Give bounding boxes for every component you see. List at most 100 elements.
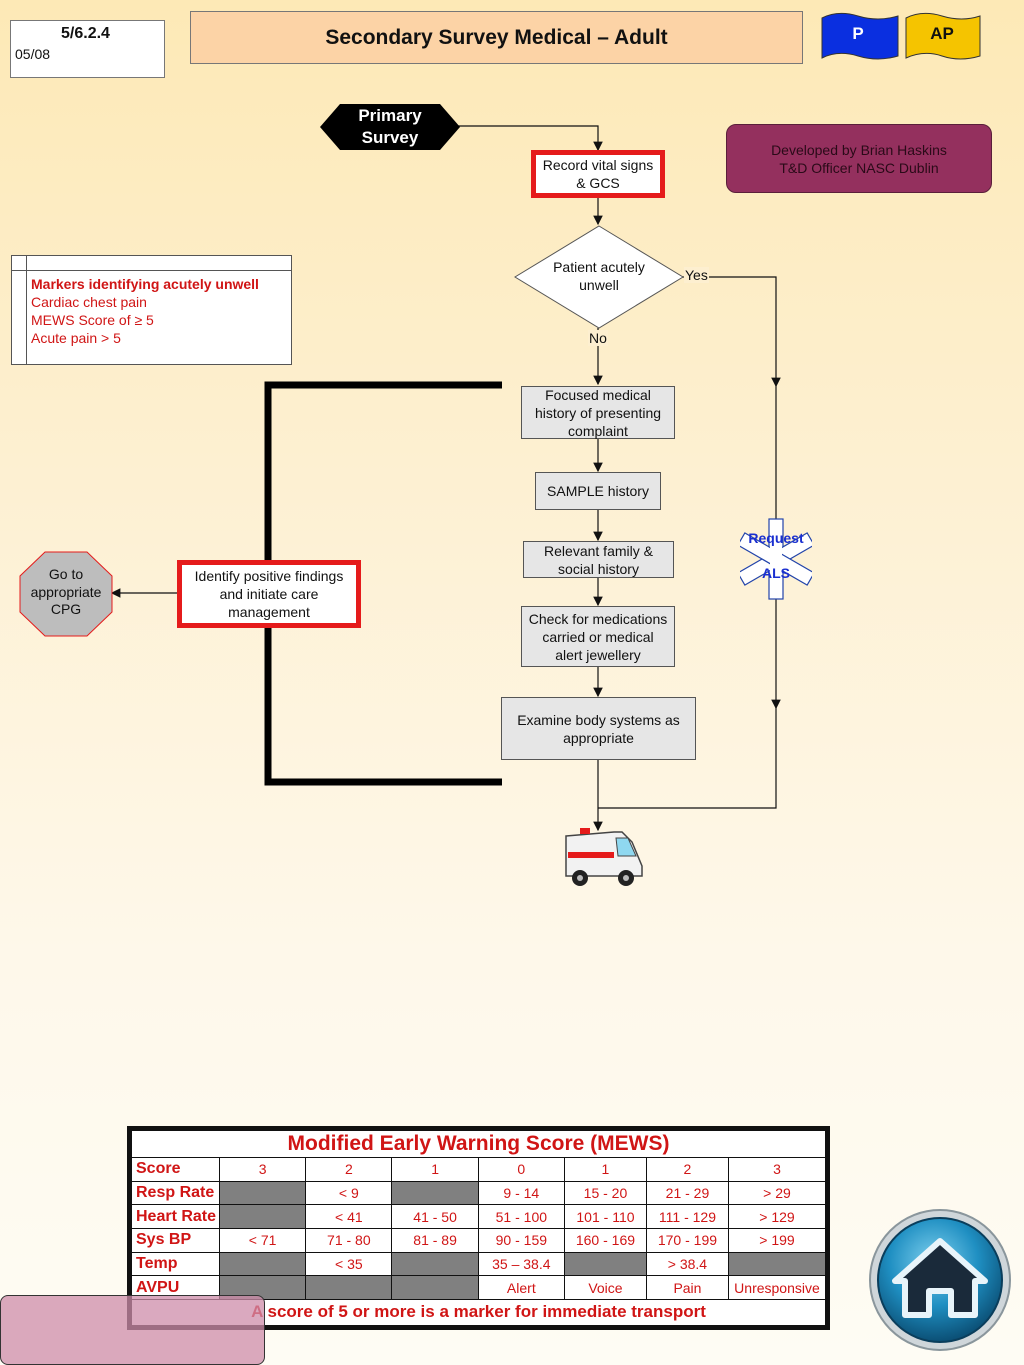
mews-cell: Resp Rate [131, 1180, 220, 1206]
developer-role: T&D Officer NASC Dublin [779, 159, 939, 176]
mews-cell: Unresponsive [727, 1275, 827, 1300]
primary-survey-line1: Primary [358, 106, 422, 125]
mews-cell: 51 - 100 [477, 1204, 565, 1229]
marker-item: Cardiac chest pain [31, 294, 147, 310]
mews-cell: 21 - 29 [645, 1180, 729, 1206]
mews-title: Modified Early Warning Score (MEWS) [131, 1130, 826, 1158]
record-vitals-line2: & GCS [576, 175, 620, 191]
markers-box: Markers identifying acutely unwell Cardi… [11, 255, 292, 365]
request-als-line1: Request [748, 530, 804, 546]
mews-cell [218, 1251, 307, 1277]
decision-line1: Patient acutely [553, 259, 645, 275]
mews-cell: 15 - 20 [563, 1180, 647, 1206]
family-history-node: Relevant family & social history [523, 541, 674, 578]
mews-row: Sys BP < 71 71 - 80 81 - 89 90 - 159 160… [131, 1227, 827, 1253]
markers-heading: Markers identifying acutely unwell [31, 276, 259, 292]
examine-line2: appropriate [563, 729, 634, 746]
examine-node: Examine body systems as appropriate [501, 697, 696, 760]
focused-history-node: Focused medical history of presenting co… [521, 386, 675, 439]
mews-cell: < 41 [305, 1204, 393, 1229]
mews-cell: > 199 [727, 1227, 827, 1253]
cpg-line2: appropriate [31, 584, 102, 600]
medications-node: Check for medications carried or medical… [521, 606, 675, 667]
developer-name: Developed by Brian Haskins [771, 141, 947, 158]
flag-p-shape [821, 12, 899, 60]
mews-cell: Temp [131, 1251, 220, 1277]
version-tag: 5/6.2.4 05/08 [10, 20, 165, 78]
medications-line2: carried or medical [542, 628, 654, 645]
marker-item: MEWS Score of ≥ 5 [31, 312, 154, 328]
mews-cell: Voice [563, 1275, 647, 1300]
identify-findings-node: Identify positive findings and initiate … [177, 560, 361, 628]
developer-note: Developed by Brian Haskins T&D Officer N… [726, 124, 992, 193]
identify-findings-line2: and initiate care [219, 586, 319, 602]
mews-cell: 170 - 199 [645, 1227, 729, 1253]
go-to-cpg-node: Go to appropriate CPG [19, 551, 113, 637]
mews-cell: > 29 [727, 1180, 827, 1206]
examine-line1: Examine body systems as [517, 711, 680, 728]
mews-cell: 101 - 110 [563, 1204, 647, 1229]
mews-cell: 35 – 38.4 [477, 1251, 565, 1277]
mews-header-cell: 1 [391, 1157, 479, 1182]
mews-cell [391, 1275, 479, 1300]
home-button[interactable] [867, 1207, 1013, 1353]
practitioner-flags: P AP [821, 12, 981, 60]
mews-cell: 90 - 159 [477, 1227, 565, 1253]
cpg-line3: CPG [51, 601, 81, 617]
mews-cell: 71 - 80 [305, 1227, 393, 1253]
mews-row: Temp < 35 35 – 38.4 > 38.4 [131, 1251, 827, 1277]
version-date: 05/08 [15, 46, 51, 62]
yes-label: Yes [684, 267, 709, 283]
mews-row: Resp Rate < 9 9 - 14 15 - 20 21 - 29 > 2… [131, 1180, 827, 1206]
mews-row: Heart Rate < 41 41 - 50 51 - 100 101 - 1… [131, 1204, 827, 1229]
mews-cell: < 71 [218, 1227, 307, 1253]
star-of-life-icon: Request ALS [740, 518, 812, 600]
mews-cell [563, 1251, 647, 1277]
arrow-primary-to-vitals [458, 125, 603, 152]
mews-cell [391, 1251, 479, 1277]
flag-ap-shape [905, 12, 981, 60]
mews-cell: > 129 [727, 1204, 827, 1229]
medications-line1: Check for medications [528, 610, 668, 627]
home-icon [892, 1238, 988, 1318]
family-history-line2: social history [558, 560, 639, 577]
focused-history-line3: complaint [568, 422, 628, 439]
primary-survey-node: Primary Survey [320, 104, 460, 150]
mews-cell [218, 1180, 307, 1206]
no-label: No [588, 330, 608, 346]
flag-p-label: P [852, 24, 863, 43]
family-history-line1: Relevant family & [544, 542, 653, 559]
version-code: 5/6.2.4 [61, 25, 110, 42]
arrow-yes-down [682, 276, 781, 388]
mews-cell [391, 1180, 479, 1206]
mews-cell: 41 - 50 [391, 1204, 479, 1229]
mews-cell: < 9 [305, 1180, 393, 1206]
record-vitals-node: Record vital signs & GCS [531, 150, 665, 198]
identify-findings-line3: management [228, 604, 310, 620]
acutely-unwell-decision: Patient acutely unwell [514, 225, 684, 329]
line-als-to-ambulance [598, 708, 777, 809]
mews-cell [218, 1204, 307, 1229]
cpg-line1: Go to [49, 566, 83, 582]
mews-score-row: Score 3 2 1 0 1 2 3 [131, 1157, 827, 1182]
marker-item: Acute pain > 5 [31, 330, 121, 346]
ambulance-icon [565, 828, 643, 886]
mews-cell: Pain [645, 1275, 729, 1300]
medications-line3: alert jewellery [555, 646, 641, 663]
mews-cell: Sys BP [131, 1227, 220, 1253]
mews-cell: > 38.4 [645, 1251, 729, 1277]
mews-cell: Alert [477, 1275, 565, 1300]
mews-header-cell: 0 [477, 1157, 565, 1182]
focused-history-line1: Focused medical [545, 386, 651, 403]
decision-line2: unwell [579, 277, 619, 293]
mews-header-cell: 2 [645, 1157, 729, 1182]
mews-header-cell: 3 [727, 1157, 827, 1182]
mews-cell: 9 - 14 [477, 1180, 565, 1206]
primary-survey-line2: Survey [362, 128, 419, 147]
flag-ap-label: AP [930, 24, 954, 43]
mews-cell [727, 1251, 827, 1277]
record-vitals-line1: Record vital signs [542, 157, 654, 173]
mews-cell [305, 1275, 393, 1300]
mews-header-cell: 1 [563, 1157, 647, 1182]
mews-header-cell: 2 [305, 1157, 393, 1182]
